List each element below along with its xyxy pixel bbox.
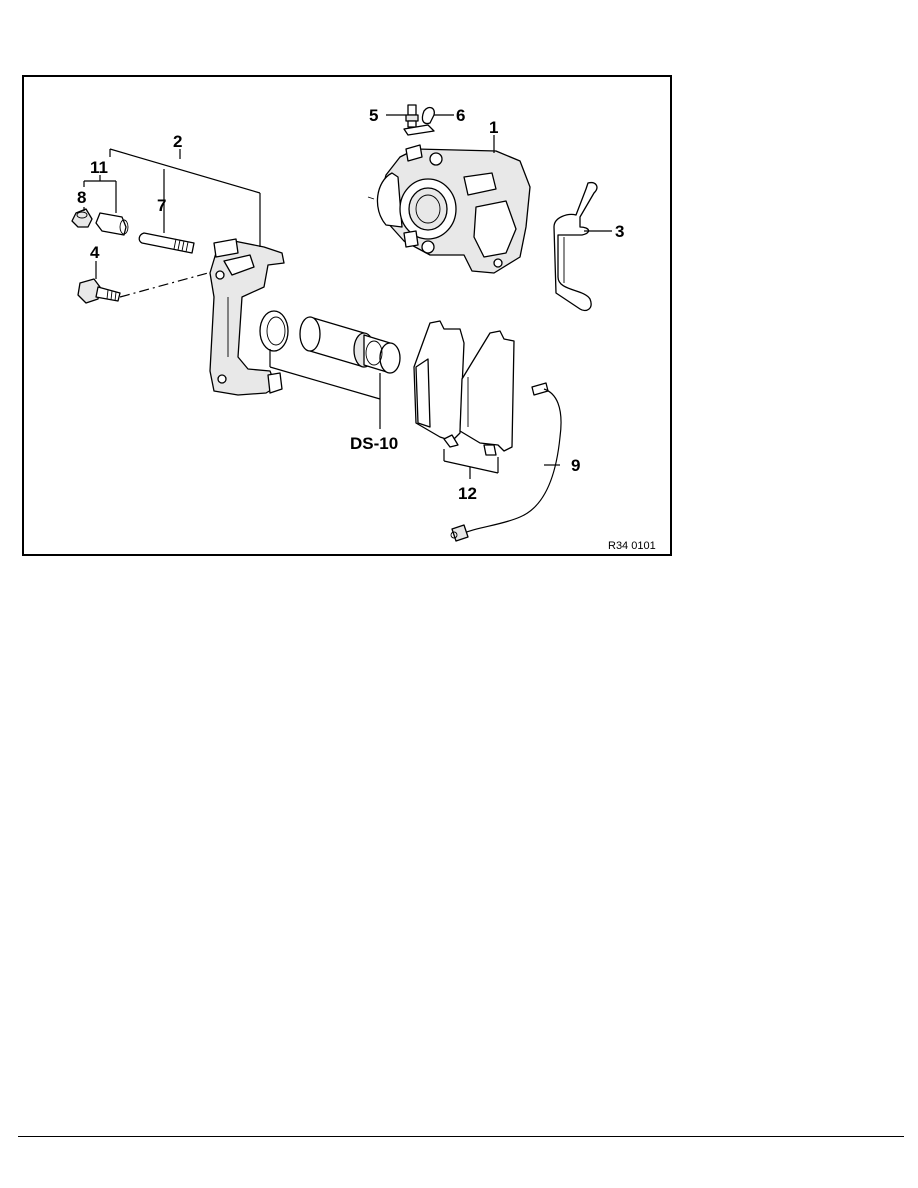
footer-divider bbox=[18, 1136, 904, 1137]
callout-1: 1 bbox=[489, 118, 498, 137]
part-carrier-bracket bbox=[209, 238, 285, 396]
part-guide-pin bbox=[138, 232, 195, 254]
callout-8: 8 bbox=[77, 188, 86, 207]
callout-ds10: DS-10 bbox=[350, 434, 398, 453]
brake-caliper-exploded-diagram: 1 2 3 4 5 6 7 8 9 11 12 DS-10 R34 0101 bbox=[71, 104, 656, 552]
part-dust-cap bbox=[403, 106, 435, 136]
part-guide-bushing bbox=[95, 212, 129, 236]
callout-5: 5 bbox=[369, 106, 378, 125]
part-bleed-screw bbox=[405, 104, 419, 128]
callout-9: 9 bbox=[571, 456, 580, 475]
figure-frame: 1 2 3 4 5 6 7 8 9 11 12 DS-10 R34 0101 bbox=[22, 75, 672, 556]
callout-2: 2 bbox=[173, 132, 182, 151]
callout-4: 4 bbox=[90, 243, 100, 262]
part-caliper-housing bbox=[367, 144, 531, 274]
part-piston-seal-kit bbox=[259, 310, 401, 374]
callout-7: 7 bbox=[157, 196, 166, 215]
callout-11: 11 bbox=[90, 158, 108, 177]
part-guide-cap bbox=[71, 208, 93, 228]
leader-lines bbox=[83, 114, 612, 479]
figure-reference-code: R34 0101 bbox=[608, 540, 656, 552]
part-bracket-bolt bbox=[77, 272, 209, 304]
callout-6: 6 bbox=[456, 106, 465, 125]
callout-12: 12 bbox=[458, 484, 477, 503]
callout-3: 3 bbox=[615, 222, 624, 241]
part-brake-pads bbox=[413, 320, 515, 456]
part-spring-clip bbox=[553, 181, 598, 312]
part-wear-sensor bbox=[450, 382, 562, 542]
